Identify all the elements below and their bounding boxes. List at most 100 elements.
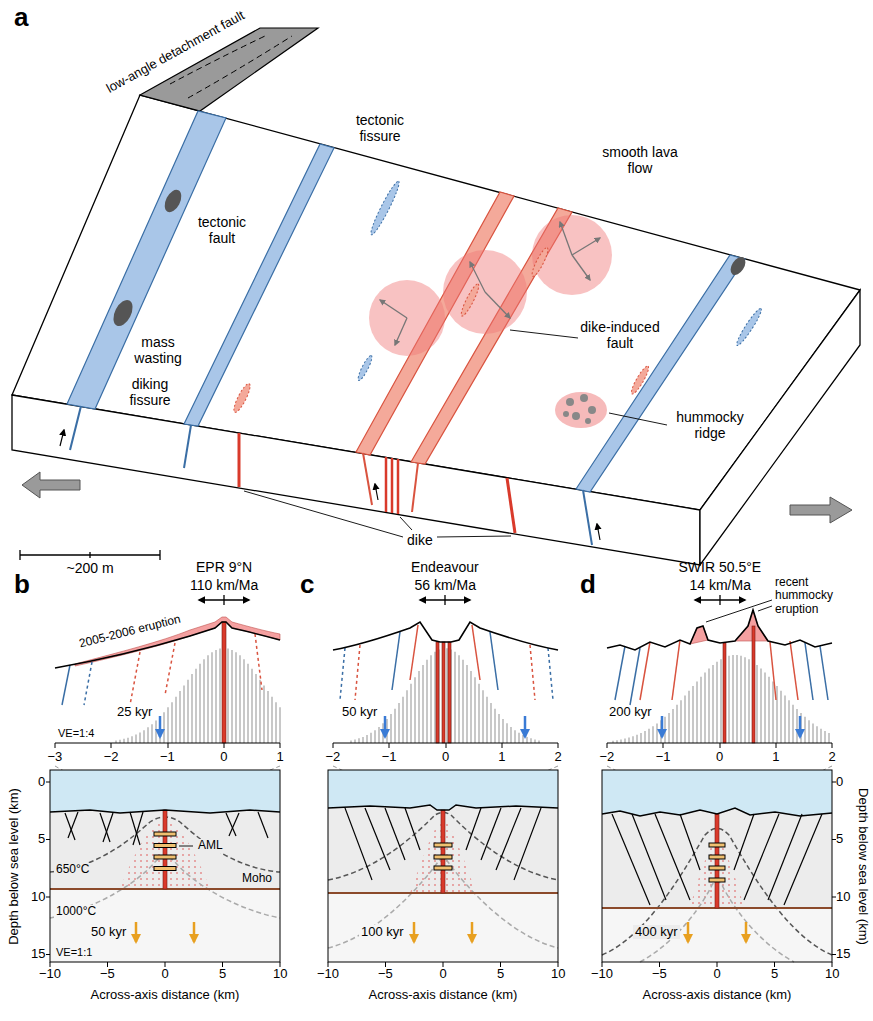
histogram-bar bbox=[474, 677, 476, 743]
fissure bbox=[629, 364, 651, 395]
crustal-fault bbox=[481, 808, 501, 860]
histogram-bar bbox=[199, 664, 201, 743]
fissure bbox=[459, 282, 482, 317]
profile-fault bbox=[630, 648, 640, 705]
histogram-bar bbox=[378, 727, 380, 743]
crustal-fault bbox=[784, 814, 822, 905]
panel-letter: a bbox=[14, 3, 28, 33]
histogram-bar bbox=[151, 724, 153, 743]
eruption-layer bbox=[690, 626, 708, 644]
age-arrow bbox=[160, 716, 800, 737]
feature-label: hummocky ridge bbox=[670, 409, 750, 441]
histogram-bar bbox=[764, 673, 766, 743]
crust bbox=[602, 808, 832, 908]
tick-label: 10 bbox=[825, 967, 839, 982]
histogram-bar bbox=[227, 648, 229, 743]
age-label: 100 kyr bbox=[359, 925, 406, 940]
panel-letter: c bbox=[300, 570, 314, 600]
histogram-bar bbox=[784, 696, 786, 743]
water-layer bbox=[50, 770, 280, 814]
histogram-bar bbox=[780, 691, 782, 743]
fissure bbox=[530, 246, 551, 278]
axis-title: Across-axis distance (km) bbox=[369, 988, 518, 1003]
histogram-bar bbox=[139, 733, 141, 743]
lava-flow-arrow bbox=[485, 292, 510, 318]
histogram-bar bbox=[470, 671, 472, 743]
histogram-bar bbox=[247, 664, 249, 743]
dike-column bbox=[715, 814, 719, 908]
axis-title: Across-axis distance (km) bbox=[643, 988, 792, 1003]
histogram-bar bbox=[498, 714, 500, 743]
mass-wasting bbox=[728, 254, 749, 277]
aml-lens bbox=[434, 866, 452, 870]
crustal-fault bbox=[768, 814, 802, 900]
histogram-bar bbox=[179, 691, 181, 743]
plot-frame bbox=[46, 770, 836, 967]
histogram-bar bbox=[712, 665, 714, 743]
crustal-fault bbox=[133, 812, 143, 845]
crustal-fault bbox=[65, 813, 75, 840]
profile-fault bbox=[392, 632, 400, 690]
crustal-fault bbox=[65, 808, 822, 905]
tick-label: 15 bbox=[836, 947, 850, 962]
dike-column bbox=[163, 810, 719, 908]
panel-letter: b bbox=[14, 570, 30, 600]
tick-label: −2 bbox=[326, 750, 341, 765]
histogram-bar bbox=[628, 738, 630, 743]
crustal-fault bbox=[496, 808, 521, 870]
eruption-layer bbox=[75, 610, 768, 666]
histogram-bar bbox=[147, 727, 149, 743]
histogram-bar bbox=[740, 656, 742, 743]
crust bbox=[50, 810, 280, 889]
crustal-fault bbox=[258, 812, 268, 838]
histogram-bar bbox=[271, 697, 273, 743]
age-label: 400 kyr bbox=[633, 925, 680, 940]
tectonic-fault-scarp bbox=[576, 255, 745, 492]
dike-line bbox=[385, 457, 388, 512]
feature-label: dike bbox=[407, 532, 433, 548]
profile-fault bbox=[84, 662, 92, 705]
histogram-bar bbox=[792, 705, 794, 743]
histogram-bar bbox=[636, 735, 638, 743]
histogram-bar bbox=[418, 671, 420, 743]
tick-label: 10 bbox=[551, 967, 565, 982]
histogram-bar bbox=[267, 691, 269, 743]
profile-fault bbox=[490, 632, 498, 690]
slip-arrow bbox=[597, 524, 600, 540]
histogram-bar bbox=[410, 684, 412, 743]
spreading-rate: 56 km/Ma bbox=[415, 577, 476, 593]
crust bbox=[328, 805, 558, 893]
histogram-bar bbox=[708, 669, 710, 743]
smooth-lava-flow bbox=[443, 250, 527, 334]
mantle bbox=[602, 908, 832, 962]
tick-label: 0 bbox=[714, 967, 721, 982]
feature-label: smooth lava flow bbox=[600, 144, 680, 176]
histogram-bar bbox=[828, 733, 830, 743]
histogram-bar bbox=[430, 655, 432, 743]
histogram-bar bbox=[195, 669, 197, 743]
histogram-bar bbox=[760, 669, 762, 743]
tick-label: 0 bbox=[716, 750, 723, 765]
seafloor-profile bbox=[55, 610, 832, 668]
spreading-rate: 14 km/Ma bbox=[690, 577, 751, 593]
front-fault-trace bbox=[412, 463, 418, 512]
histogram-bar bbox=[143, 730, 145, 743]
tick-label: 1 bbox=[277, 750, 284, 765]
histogram-bar bbox=[211, 652, 213, 743]
tick-label: 0 bbox=[38, 775, 45, 790]
front-fault-trace bbox=[583, 490, 592, 545]
dike-line bbox=[391, 458, 394, 513]
panel-letter: d bbox=[580, 570, 596, 600]
feature-label: dike-induced fault bbox=[580, 319, 660, 351]
mantle bbox=[328, 893, 558, 962]
aml-lens bbox=[709, 866, 725, 870]
histogram-bar bbox=[676, 705, 678, 743]
histogram-bar bbox=[263, 685, 265, 743]
fissure bbox=[368, 179, 402, 236]
seafloor bbox=[328, 805, 558, 810]
histogram-bar bbox=[187, 680, 189, 743]
tectonic-fault-scarp bbox=[67, 111, 226, 409]
leader-line bbox=[244, 330, 772, 622]
age-arrow bbox=[799, 716, 802, 737]
histogram-bar bbox=[704, 673, 706, 743]
